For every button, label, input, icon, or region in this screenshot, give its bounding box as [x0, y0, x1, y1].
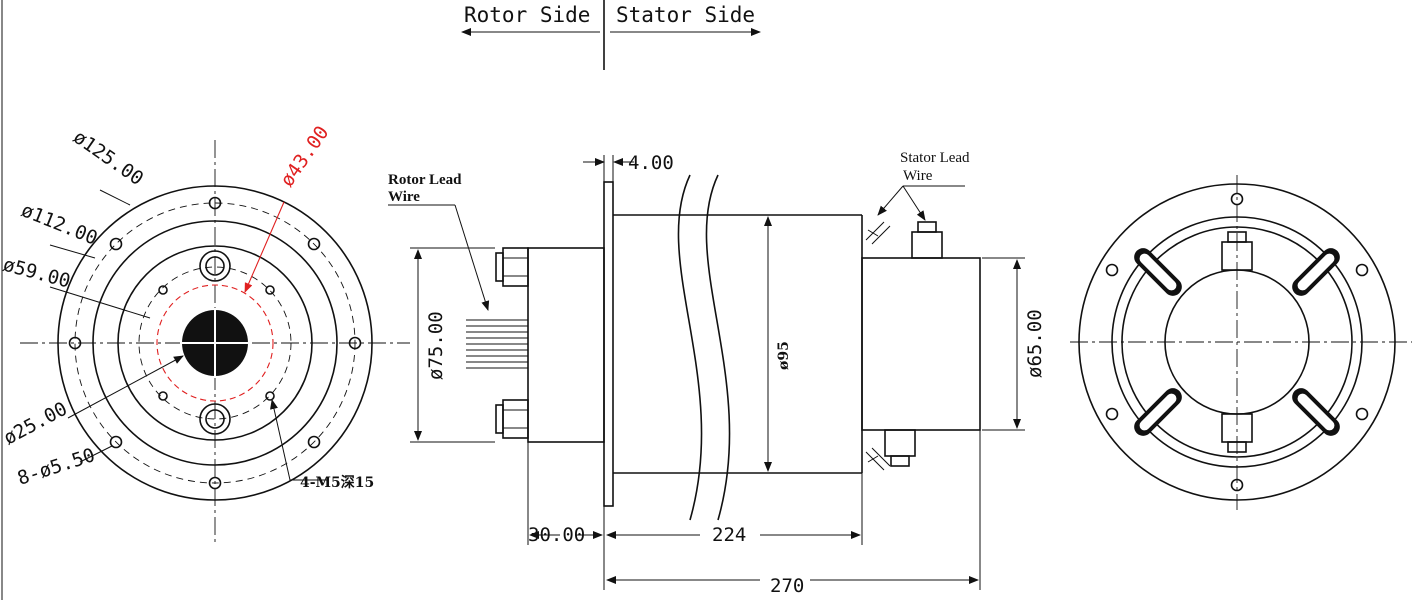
holes-label: 8-ø5.50 — [15, 444, 98, 490]
rotor-lead-label-2: Wire — [388, 189, 420, 205]
len-total-label: 270 — [770, 575, 804, 597]
flange-thickness-label: 4.00 — [628, 152, 674, 174]
len-body-label: 224 — [712, 524, 746, 546]
d-body-label: ø95 — [776, 341, 792, 370]
bolt-circle — [74, 202, 356, 484]
side-header: Rotor Side Stator Side — [461, 0, 761, 70]
len-rotor-label: 30.00 — [528, 524, 585, 546]
d-stator-label: ø65.00 — [1024, 309, 1046, 378]
rotor-section — [527, 247, 605, 443]
d-inner-label: ø59.00 — [1, 254, 73, 293]
stator-section — [861, 257, 981, 431]
rotor-pins — [466, 319, 528, 369]
stator-lead-label-2: Wire — [903, 168, 933, 184]
right-flange-outer — [1078, 183, 1396, 501]
stator-side-label: Stator Side — [616, 3, 755, 27]
stator-lead-label-1: Stator Lead — [900, 150, 970, 166]
red-circle — [156, 284, 274, 402]
d-red-label: ø43.00 — [276, 122, 333, 191]
mounting-holes — [68, 196, 362, 490]
right-view — [1070, 175, 1412, 510]
right-slots — [1134, 248, 1340, 436]
rotor-lead-label-1: Rotor Lead — [388, 172, 462, 188]
flange-outer — [57, 185, 373, 501]
d-bore-label: ø25.00 — [0, 398, 71, 450]
flange — [603, 181, 614, 507]
side-view: Rotor Lead Wire Stator Lead Wire 4.00 ø7… — [388, 150, 1046, 597]
tapped-holes — [158, 285, 275, 401]
d-rotor-label: ø75.00 — [425, 311, 447, 380]
d-outer-label: ø125.00 — [69, 126, 147, 190]
rotor-side-label: Rotor Side — [464, 3, 590, 27]
tapped-holes-label: 4-M5深15 — [300, 474, 374, 491]
front-view: ø125.00 ø112.00 ø43.00 ø59.00 ø25.00 8-ø… — [0, 122, 410, 545]
d-bolt-circle-label: ø112.00 — [18, 199, 100, 249]
